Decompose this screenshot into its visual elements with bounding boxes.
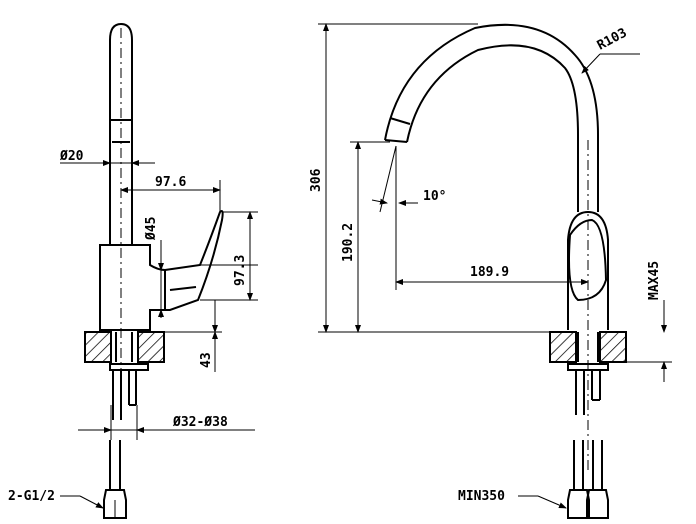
dim-10deg: 10° [423,189,446,204]
dim-dia45: Ø45 [144,217,159,241]
side-handle [164,210,224,311]
side-hose-fitting [103,489,127,519]
dim-97-3: 97.3 [233,255,248,286]
dim-43: 43 [199,352,214,368]
label-min350: MIN350 [458,489,505,504]
front-aerator [389,117,411,125]
side-spout [109,22,133,245]
front-fitting-left [567,489,590,519]
dim-189-9: 189.9 [470,265,509,280]
dim-r103: R103 [595,26,630,54]
side-deck-right [137,331,165,363]
front-spout-inner [406,44,579,212]
front-view: 306 190.2 10° 189.9 R103 MAX45 MIN350 [309,23,672,519]
side-body [99,244,166,331]
dim-306: 306 [309,168,324,192]
side-deck-left [84,331,112,363]
front-body [567,210,609,330]
side-handle-edge [169,286,197,291]
label-thread: 2-G1/2 [8,489,55,504]
front-spout-outer [384,23,599,212]
front-deck-right [599,331,627,363]
dim-97-6: 97.6 [155,175,186,190]
side-nut [109,363,149,371]
front-handle [568,218,608,302]
dim-190-2: 190.2 [341,223,356,262]
dim-dia32-38: Ø32-Ø38 [172,415,228,430]
front-deck-left [549,331,577,363]
front-fitting-right [586,489,609,519]
front-nut [567,363,609,371]
dim-max45: MAX45 [647,261,662,300]
dim-dia20: Ø20 [59,149,84,164]
side-view: Ø20 97.6 Ø45 97.3 43 Ø32-Ø38 2-G1/2 [8,22,258,519]
front-spout-tip [384,139,408,143]
